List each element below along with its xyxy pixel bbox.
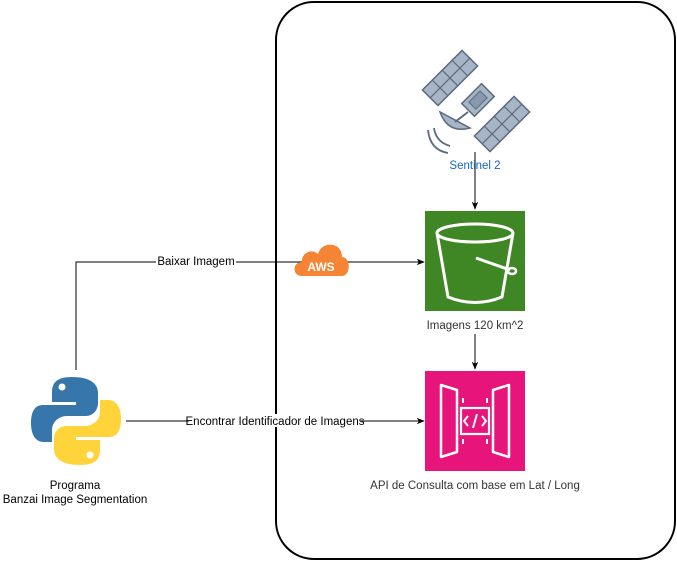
s3-bucket-icon <box>425 211 525 311</box>
s3-label: Imagens 120 km^2 <box>427 320 524 332</box>
edge-download-label: Baixar Imagem <box>157 256 234 268</box>
aws-label: AWS <box>307 260 334 274</box>
python-logo-icon <box>31 377 121 465</box>
edge-find-label-bg <box>189 414 361 427</box>
satellite-icon <box>421 49 531 154</box>
api-gateway-icon <box>425 371 525 471</box>
program-label-line1: Programa <box>50 480 101 492</box>
program-label-line2: Banzai Image Segmentation <box>3 494 147 506</box>
edge-download-label-bg <box>156 255 236 268</box>
aws-cloud-icon: AWS <box>294 244 349 276</box>
satellite-label: Sentinel 2 <box>449 160 500 172</box>
edge-find-label: Encontrar Identificador de Imagens <box>186 416 365 428</box>
api-label: API de Consulta com base em Lat / Long <box>370 480 580 492</box>
